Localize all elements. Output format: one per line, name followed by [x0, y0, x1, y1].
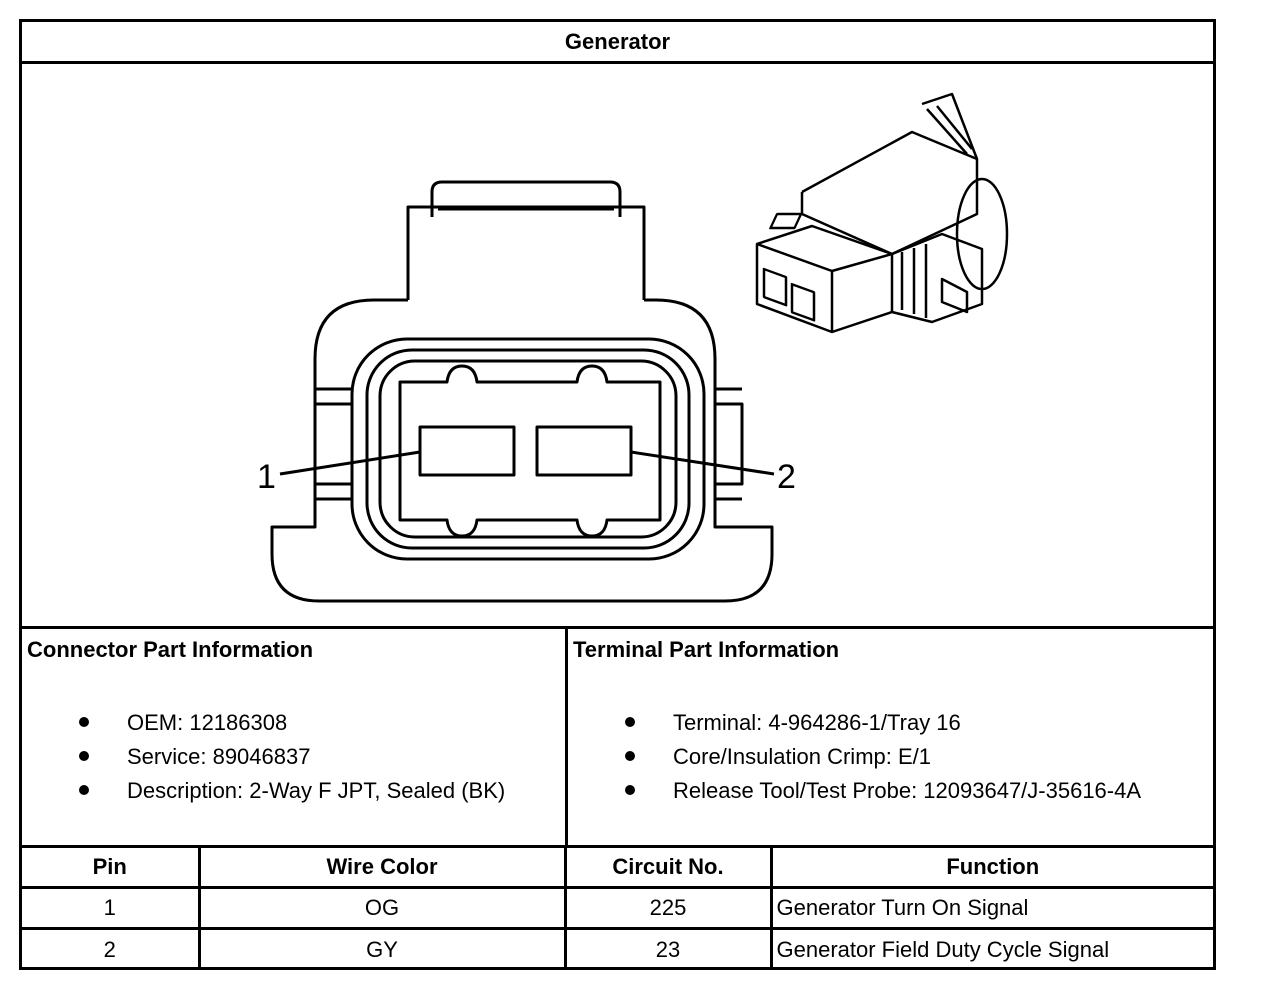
wire-color-cell: GY	[197, 927, 567, 970]
iso-cavity-1	[762, 267, 788, 307]
bullet-icon	[625, 751, 635, 761]
table-row: 2 GY 23 Generator Field Duty Cycle Signa…	[22, 927, 1213, 970]
iso-seal-ribs	[900, 244, 928, 318]
latch-tab	[430, 180, 622, 217]
connector-description: Description: 2-Way F JPT, Sealed (BK)	[127, 778, 506, 803]
list-item: Core/Insulation Crimp: E/1	[568, 743, 1141, 777]
bullet-icon	[79, 785, 89, 795]
pin-2-callout: 2	[777, 458, 796, 496]
iso-cavity-2	[790, 282, 816, 322]
terminal-info-list: Terminal: 4-964286-1/Tray 16 Core/Insula…	[568, 709, 1141, 811]
iso-clip	[940, 277, 969, 314]
connector-isometric-drawing	[755, 92, 1009, 334]
function-cell: Generator Turn On Signal	[769, 886, 1213, 931]
inner-seal	[378, 359, 678, 539]
terminal-release-tool: Release Tool/Test Probe: 12093647/J-3561…	[673, 778, 1142, 803]
list-item: OEM: 12186308	[22, 709, 505, 743]
terminal-info-heading: Terminal Part Information	[573, 637, 840, 662]
iso-window	[769, 212, 803, 230]
column-header-pin: Pin	[22, 846, 201, 890]
iso-top-latch	[801, 130, 979, 256]
list-item: Terminal: 4-964286-1/Tray 16	[568, 709, 1141, 743]
iso-front-body	[755, 224, 894, 334]
function-cell: Generator Field Duty Cycle Signal	[769, 927, 1213, 970]
connector-face-drawing: 1 2	[257, 92, 1009, 603]
circuit-cell: 225	[563, 886, 773, 931]
side-ribs	[315, 387, 742, 501]
bullet-icon	[625, 785, 635, 795]
connector-part-information: Connector Part Information OEM: 12186308…	[22, 629, 568, 848]
pin-table: Pin Wire Color Circuit No. Function 1 OG…	[22, 845, 1213, 970]
terminal-part-information: Terminal Part Information Terminal: 4-96…	[568, 629, 1213, 848]
pin-2-leader	[630, 450, 775, 476]
list-item: Release Tool/Test Probe: 12093647/J-3561…	[568, 777, 1141, 811]
latch-housing	[406, 205, 646, 300]
connector-info-heading: Connector Part Information	[27, 637, 314, 662]
right-rib	[715, 402, 744, 486]
pin-1-terminal	[418, 425, 516, 477]
pin-cell: 1	[22, 886, 201, 931]
bullet-icon	[79, 751, 89, 761]
connector-info-list: OEM: 12186308 Service: 89046837 Descript…	[22, 709, 505, 811]
list-item: Service: 89046837	[22, 743, 505, 777]
list-item: Description: 2-Way F JPT, Sealed (BK)	[22, 777, 505, 811]
iso-wire-seal	[955, 177, 1009, 291]
middle-seal	[365, 348, 691, 550]
wire-color-cell: OG	[197, 886, 567, 931]
column-header-circuit: Circuit No.	[563, 846, 773, 890]
connector-service: Service: 89046837	[127, 744, 311, 769]
page-title: Generator	[22, 22, 1213, 64]
connector-sheet: Generator	[19, 19, 1216, 970]
pin-1-callout: 1	[257, 458, 276, 496]
terminal-crimp: Core/Insulation Crimp: E/1	[673, 744, 931, 769]
table-row: 1 OG 225 Generator Turn On Signal	[22, 886, 1213, 931]
circuit-cell: 23	[563, 927, 773, 970]
iso-lock-tab	[921, 92, 979, 160]
pin-2-terminal	[535, 425, 633, 477]
column-header-wire-color: Wire Color	[197, 846, 567, 890]
connector-body-outline	[270, 298, 774, 603]
column-header-function: Function	[769, 846, 1213, 890]
pin-cell: 2	[22, 927, 201, 970]
terminal-cavity	[398, 364, 662, 538]
outer-seal	[350, 337, 706, 561]
pin-1-leader	[279, 450, 421, 476]
connector-oem: OEM: 12186308	[127, 710, 288, 735]
table-header-row: Pin Wire Color Circuit No. Function	[22, 846, 1213, 890]
bullet-icon	[79, 717, 89, 727]
part-information-row: Connector Part Information OEM: 12186308…	[22, 626, 1213, 848]
connector-diagram: 1 2	[22, 64, 1213, 630]
left-rib	[315, 402, 354, 486]
terminal-number: Terminal: 4-964286-1/Tray 16	[673, 710, 961, 735]
iso-rear-body	[891, 232, 984, 324]
bullet-icon	[625, 717, 635, 727]
